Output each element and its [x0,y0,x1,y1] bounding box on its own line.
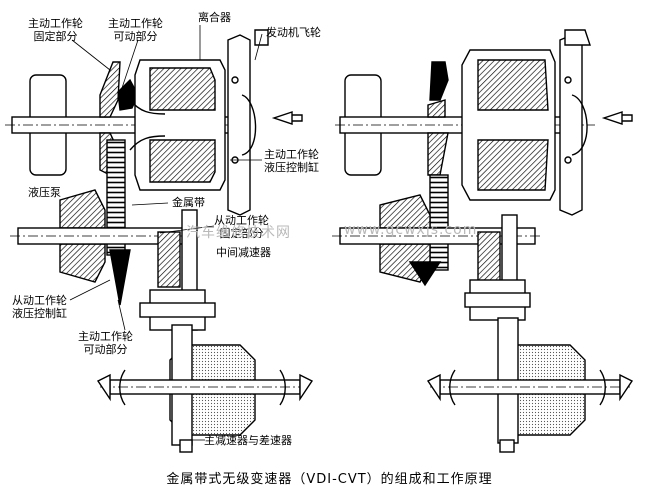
output-arrow-right [299,373,314,402]
intermediate-gear-1 [157,231,181,288]
driven-pulley-fixed-half [59,189,106,229]
watermark-right: www.qcwxjs.com [344,222,478,238]
label-flywheel: 发动机飞轮 [266,26,321,39]
engine-flywheel [227,34,251,216]
label-pump: 液压泵 [28,186,61,199]
engine-flywheel-right [559,34,583,216]
driven-pulley-lower [59,243,106,283]
label-drive-movable-bottom: 主动工作轮可动部分 [78,330,133,356]
right-assembly [332,29,634,453]
label-belt: 金属带 [172,196,205,209]
label-driven-fixed: 从动工作轮固定部分 [214,214,269,240]
label-drive-fixed: 主动工作轮固定部分 [28,17,83,43]
label-clutch: 离合器 [198,11,231,24]
label-driven-cylinder: 从动工作轮液压控制缸 [12,294,67,320]
left-assembly [5,25,314,453]
watermark-left: 汽车维修技术网 [186,225,291,241]
label-drive-movable-top: 主动工作轮可动部分 [108,17,163,43]
label-intermediate-reducer: 中间减速器 [216,246,271,259]
input-arrow-right-side [601,111,633,125]
input-arrow-left [271,111,303,125]
label-drive-cylinder: 主动工作轮液压控制缸 [264,148,319,174]
output-arrow-left [96,373,111,402]
figure-caption: 金属带式无级变速器（VDI-CVT）的组成和工作原理 [166,472,493,487]
label-final-drive: 主减速器与差速器 [204,434,292,447]
drive-pulley-fixed-half [99,61,121,118]
